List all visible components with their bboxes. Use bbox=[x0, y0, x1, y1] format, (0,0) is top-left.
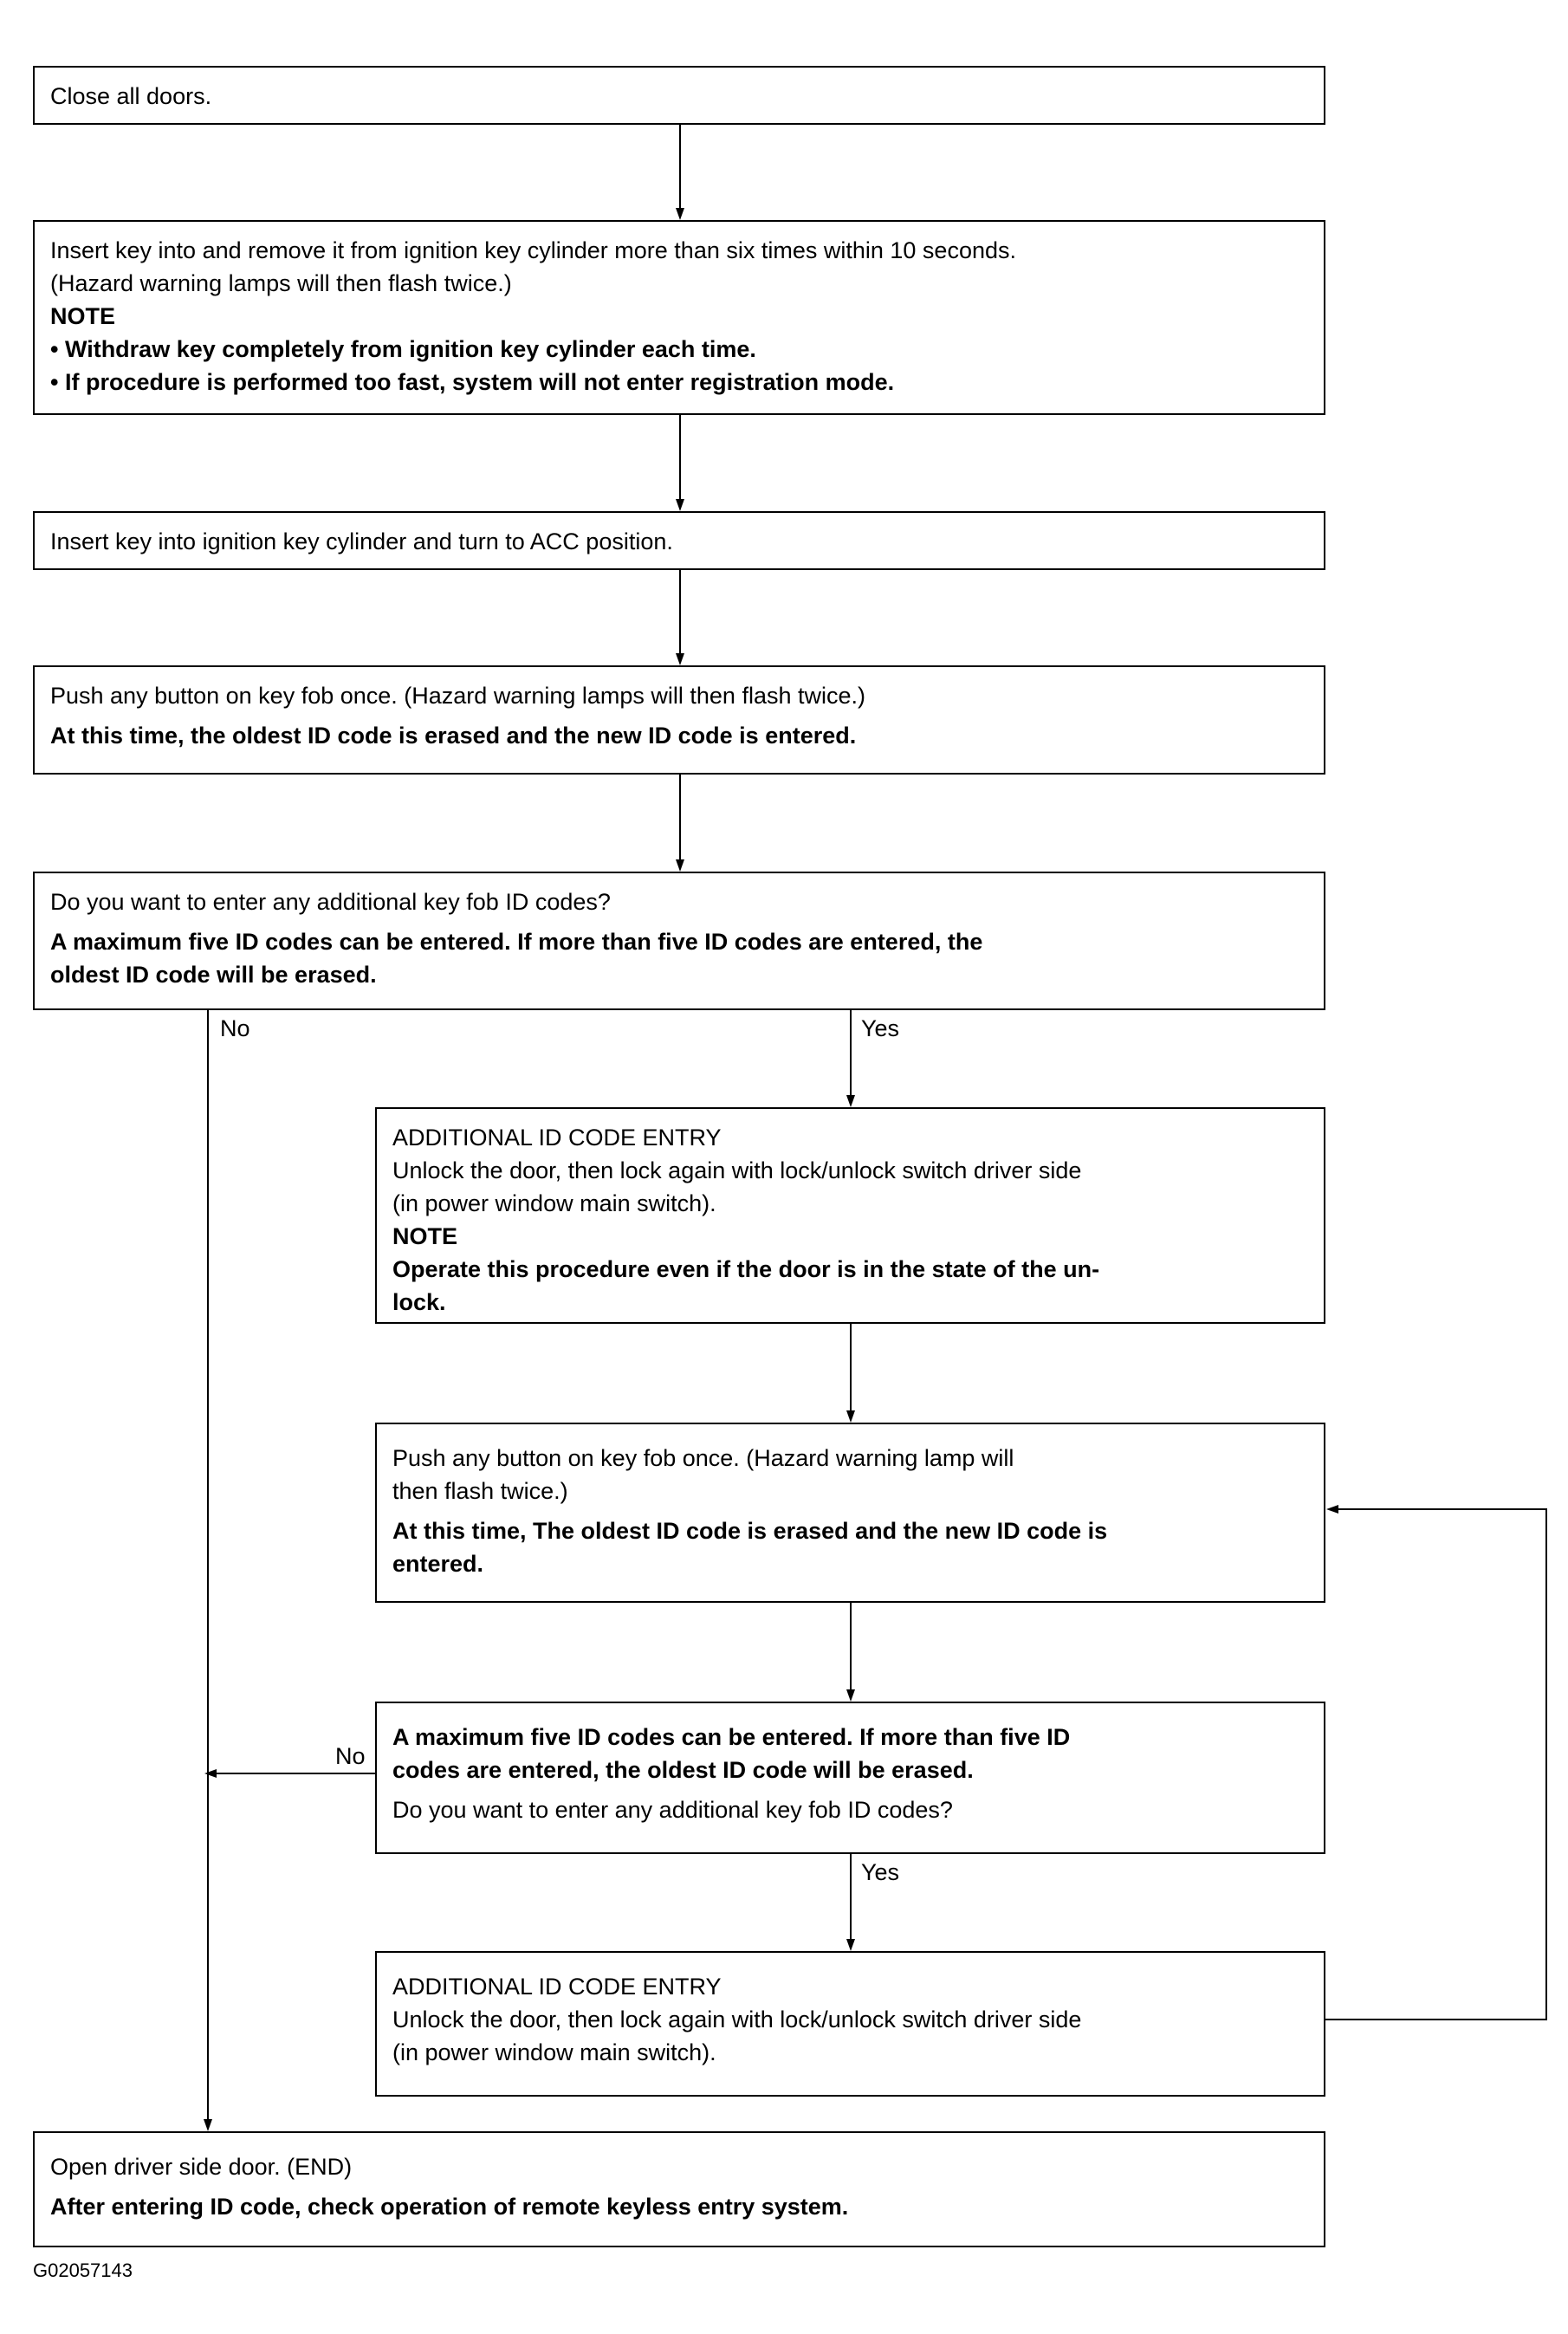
note-heading: NOTE bbox=[50, 303, 116, 329]
push-button-1-line1: Push any button on key fob once. (Hazard… bbox=[50, 683, 865, 709]
step-insert-acc: Insert key into ignition key cylinder an… bbox=[33, 511, 1325, 570]
step-close-doors-text: Close all doors. bbox=[50, 83, 212, 109]
end-line1: Open driver side door. (END) bbox=[50, 2154, 353, 2180]
arrowhead-6 bbox=[846, 1410, 855, 1423]
arrowhead-8 bbox=[846, 1939, 855, 1951]
arrowhead-11 bbox=[1326, 1505, 1338, 1514]
additional-2-line2: Unlock the door, then lock again with lo… bbox=[392, 2007, 1082, 2033]
figure-code: G02057143 bbox=[33, 2259, 133, 2281]
arrowhead-4 bbox=[676, 859, 684, 872]
additional-1-line1: ADDITIONAL ID CODE ENTRY bbox=[392, 1125, 722, 1151]
step-end: Open driver side door. (END) After enter… bbox=[33, 2131, 1325, 2247]
arrowhead-7 bbox=[846, 1689, 855, 1702]
arrowhead-1 bbox=[676, 208, 684, 220]
loop-back-line bbox=[1325, 1508, 1547, 2020]
push-button-2-line1: Push any button on key fob once. (Hazard… bbox=[392, 1445, 1014, 1471]
label-no-2: No bbox=[335, 1743, 366, 1769]
question-1-line1: Do you want to enter any additional key … bbox=[50, 889, 611, 915]
push-button-2-line2: then flash twice.) bbox=[392, 1478, 568, 1504]
step-additional-entry-2: ADDITIONAL ID CODE ENTRY Unlock the door… bbox=[375, 1951, 1325, 2097]
push-button-1-bold: At this time, the oldest ID code is eras… bbox=[50, 723, 857, 749]
step-push-button-1: Push any button on key fob once. (Hazard… bbox=[33, 665, 1325, 775]
arrowhead-2 bbox=[676, 499, 684, 511]
note-bullet-1: • Withdraw key completely from ignition … bbox=[50, 336, 756, 362]
additional-1-bold2: lock. bbox=[392, 1289, 446, 1315]
arrowhead-9 bbox=[204, 2119, 212, 2131]
label-yes-1: Yes bbox=[861, 1015, 900, 1041]
step-insert-remove-line1: Insert key into and remove it from ignit… bbox=[50, 237, 1016, 263]
additional-1-note: NOTE bbox=[392, 1223, 458, 1249]
step-close-doors: Close all doors. bbox=[33, 66, 1325, 125]
label-no-1: No bbox=[220, 1015, 250, 1041]
arrowhead-5 bbox=[846, 1095, 855, 1107]
decision-additional-codes-1: Do you want to enter any additional key … bbox=[33, 872, 1325, 1010]
step-push-button-2: Push any button on key fob once. (Hazard… bbox=[375, 1423, 1325, 1603]
end-bold: After entering ID code, check operation … bbox=[50, 2194, 849, 2220]
additional-1-line3: (in power window main switch). bbox=[392, 1190, 716, 1216]
additional-1-line2: Unlock the door, then lock again with lo… bbox=[392, 1157, 1082, 1183]
step-insert-remove-line2: (Hazard warning lamps will then flash tw… bbox=[50, 270, 512, 296]
question-2-bold1: A maximum five ID codes can be entered. … bbox=[392, 1724, 1071, 1750]
note-bullet-2: • If procedure is performed too fast, sy… bbox=[50, 369, 895, 395]
question-2-bold2: codes are entered, the oldest ID code wi… bbox=[392, 1757, 974, 1783]
arrowhead-10 bbox=[204, 1769, 217, 1778]
additional-2-line3: (in power window main switch). bbox=[392, 2039, 716, 2065]
push-button-2-bold1: At this time, The oldest ID code is eras… bbox=[392, 1518, 1108, 1544]
question-1-bold1: A maximum five ID codes can be entered. … bbox=[50, 929, 983, 955]
decision-additional-codes-2: A maximum five ID codes can be entered. … bbox=[375, 1702, 1325, 1854]
question-1-bold2: oldest ID code will be erased. bbox=[50, 962, 377, 988]
arrowhead-3 bbox=[676, 653, 684, 665]
question-2-line1: Do you want to enter any additional key … bbox=[392, 1797, 953, 1823]
step-additional-entry-1: ADDITIONAL ID CODE ENTRY Unlock the door… bbox=[375, 1107, 1325, 1324]
label-yes-2: Yes bbox=[861, 1859, 900, 1885]
step-insert-acc-text: Insert key into ignition key cylinder an… bbox=[50, 528, 673, 554]
step-insert-remove-key: Insert key into and remove it from ignit… bbox=[33, 220, 1325, 415]
push-button-2-bold2: entered. bbox=[392, 1551, 484, 1577]
additional-1-bold1: Operate this procedure even if the door … bbox=[392, 1256, 1100, 1282]
additional-2-line1: ADDITIONAL ID CODE ENTRY bbox=[392, 1974, 722, 2000]
